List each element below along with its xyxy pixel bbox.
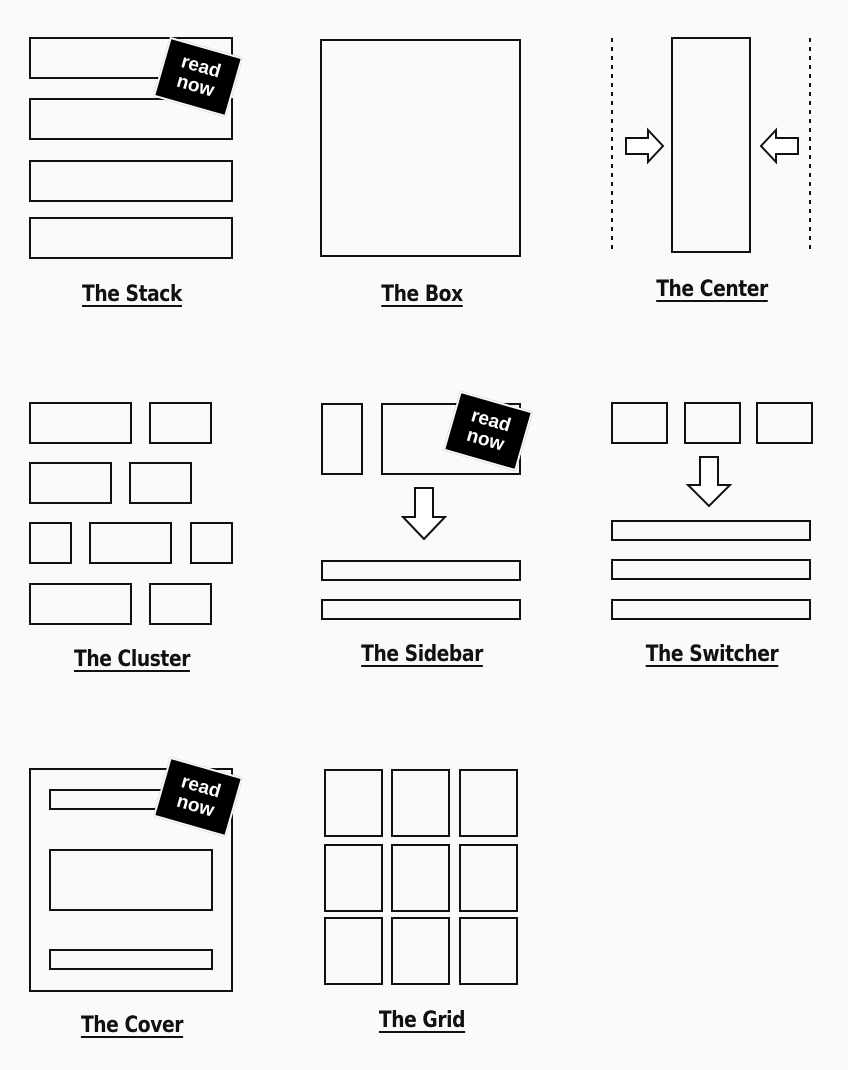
card-title[interactable]: The Grid: [378, 1008, 466, 1033]
card-title[interactable]: The Box: [381, 282, 463, 307]
card-title[interactable]: The Center: [656, 277, 768, 302]
stack-illustration: [29, 37, 233, 259]
card-the-center[interactable]: The Center: [602, 30, 822, 330]
card-the-grid[interactable]: The Grid: [312, 760, 532, 1060]
card-the-cluster[interactable]: The Cluster: [22, 395, 242, 695]
card-title[interactable]: The Cover: [80, 1013, 184, 1038]
cover-illustration: [29, 768, 233, 992]
switcher-illustration: [611, 402, 813, 620]
sidebar-illustration: [321, 403, 521, 620]
card-the-switcher[interactable]: The Switcher: [602, 395, 822, 695]
card-title[interactable]: The Switcher: [645, 642, 779, 667]
box-illustration: [320, 39, 521, 257]
center-illustration: [611, 37, 811, 253]
card-the-box[interactable]: The Box: [312, 30, 532, 330]
card-title[interactable]: The Cluster: [73, 647, 190, 672]
cluster-illustration: [29, 402, 233, 625]
card-title[interactable]: The Stack: [81, 282, 182, 307]
grid-illustration: [324, 769, 518, 985]
card-title[interactable]: The Sidebar: [361, 642, 483, 667]
